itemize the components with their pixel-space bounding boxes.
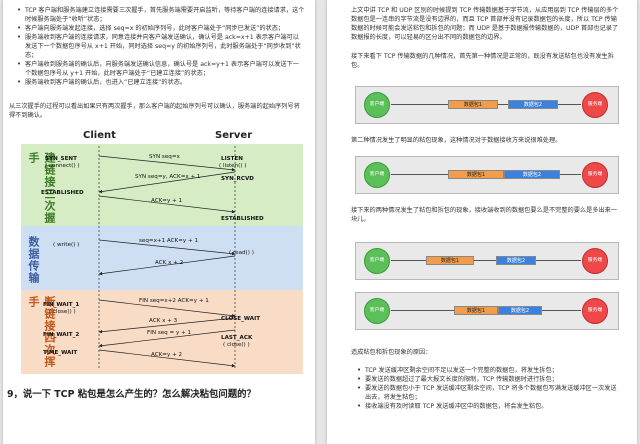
server-node: 服务端 [582, 298, 608, 324]
client-node: 客户端 [364, 92, 390, 118]
list-item: 服务端收到客户端的连接请求，同意连接并向客户端发送确认，确认号是 ack=x+1… [15, 33, 305, 60]
server-node: 服务端 [582, 92, 608, 118]
packet-1: 数据包1 [448, 100, 498, 109]
intro-paragraph: 上文中讲 TCP 和 UDP 区别的时候提到 TCP 传输数据基于字节流，从应用… [351, 7, 619, 41]
list-item: 要发送的数据超过了最大报文长度的限制，TCP 传输数据时进行拆包； [355, 375, 621, 384]
packet-1: 数据包1 [426, 256, 474, 265]
syn-rcvd-state: SYN_RCVD [221, 176, 254, 182]
band-label: 建链接三次握手 [27, 152, 56, 224]
packet-2: 数据包2 [498, 306, 542, 315]
packet-2: 数据包2 [504, 170, 560, 179]
message-label: SYN seq=x [149, 154, 180, 160]
packet-1: 数据包1 [454, 306, 498, 315]
split-packet-diagram-1: 客户端 服务端 数据包1 数据包2 [355, 242, 619, 280]
message-label: seq=x+1 ACK=y + 1 [139, 238, 199, 244]
close-client-call: ( close() ) [49, 309, 76, 315]
sticky-packet-diagram: 客户端 服务端 数据包1 数据包2 [355, 156, 619, 194]
band-label: 断链接四次挥手 [27, 296, 56, 368]
tcp-handshake-diagram: Client Server 建链接三次握手 数据传输 断链接四次挥手 [21, 130, 303, 374]
server-node: 服务端 [582, 162, 608, 188]
syn-sent-state: SYN_SENT [45, 156, 77, 162]
left-page: TCP 客户端和服务端建立连接需要三次握手，首先服务端需要开启监听，等待客户端的… [3, 0, 315, 444]
last-ack-state: LAST_ACK [221, 335, 253, 341]
message-label: SYN seq=y, ACK=x + 1 [135, 174, 201, 180]
server-heading: Server [215, 130, 253, 141]
message-label: FIN seq = y + 1 [147, 330, 192, 336]
packet-1: 数据包1 [448, 170, 504, 179]
two-handshake-note: 从三次握手的过程可以看出如果只有两次握手，那么客户端的起始序列号可以确认，服务端… [9, 103, 300, 119]
list-item: TCP 发送缓冲区剩余空间不足以发送一个完整的数据包，将发生拆包； [355, 366, 621, 375]
fin-wait2-state: FIN_WAIT_2 [43, 332, 80, 338]
message-label: ACK=y + 2 [151, 352, 183, 358]
close-wait-state: CLOSE_WAIT [221, 316, 261, 322]
causes-title: 造成粘包和拆包现象的原因： [351, 349, 432, 356]
split-packet-diagram-2: 客户端 服务端 数据包1 数据包2 [355, 292, 619, 330]
case3-text: 接下来的两种情况发生了粘包和拆包的现象，接收端收到的数据包要么是不完整的要么是多… [351, 207, 618, 223]
list-item: TCP 客户端和服务端建立连接需要三次握手，首先服务端需要开启监听，等待客户端的… [15, 6, 305, 24]
write-call: ( write() ) [53, 242, 80, 248]
message-label: ACK=y + 1 [151, 198, 183, 204]
list-item: 服务端收到客户端的确认后，也进入“已建立连接”的状态。 [15, 78, 305, 87]
section-title: 9，说一下 TCP 粘包是怎么产生的？怎么解决粘包问题的？ [7, 389, 256, 400]
packet-2: 数据包2 [496, 256, 536, 265]
established-server-state: ESTABLISHED [221, 216, 264, 222]
time-wait-state: TIME_WAIT [43, 350, 78, 356]
read-call: ( read() ) [229, 250, 254, 256]
transfer-band: 数据传输 [21, 226, 303, 290]
client-heading: Client [83, 130, 116, 141]
server-node: 服务端 [582, 248, 608, 274]
listen-state: LISTEN [221, 156, 243, 162]
handshake-steps-list: TCP 客户端和服务端建立连接需要三次握手，首先服务端需要开启监听，等待客户端的… [15, 6, 305, 87]
message-label: ACK x + 2 [155, 260, 184, 266]
causes-list: TCP 发送缓冲区剩余空间不足以发送一个完整的数据包，将发生拆包； 要发送的数据… [355, 366, 621, 411]
connect-call: ( connect() ) [45, 163, 80, 169]
list-item: 接收端没有及时读取 TCP 发送缓冲区中的数据包，将会发生粘包。 [355, 402, 621, 411]
list-item: 客户端向服务端发起连接，选择 seq=x 的初始序列号，此时客户端处于“同步已发… [15, 24, 305, 33]
right-page: 上文中讲 TCP 和 UDP 区别的时候提到 TCP 传输数据基于字节流，从应用… [327, 0, 637, 444]
listen-call: ( listen() ) [219, 163, 247, 169]
fin-wait1-state: FIN_WAIT_1 [43, 302, 80, 308]
case2-text: 第二种情况发生了明显的粘包现象，这种情况对于数据接收方来说很难处理。 [351, 137, 562, 144]
established-client-state: ESTABLISHED [41, 190, 84, 196]
list-item: 客户端收到服务端的确认后，向服务端发送确认信息，确认号是 ack=y+1 表示客… [15, 60, 305, 78]
message-label: ACK x + 3 [149, 318, 178, 324]
close-server-call: ( close() ) [223, 342, 250, 348]
teardown-band: 断链接四次挥手 [21, 290, 303, 374]
packet-2: 数据包2 [508, 100, 558, 109]
sequence-arrows [98, 146, 236, 370]
message-label: FIN seq=x+2 ACK=y + 1 [139, 298, 209, 304]
handshake-band: 建链接三次握手 [21, 144, 303, 226]
band-label: 数据传输 [27, 236, 40, 284]
normal-transfer-diagram: 客户端 服务端 数据包1 数据包2 [355, 86, 619, 124]
client-node: 客户端 [364, 162, 390, 188]
client-node: 客户端 [364, 298, 390, 324]
client-node: 客户端 [364, 248, 390, 274]
case1-text: 接下来看下 TCP 传输数据的几种情况，首先第一种情况是正常的，既没有发送粘包也… [351, 53, 614, 69]
list-item: 要发送的数据包小于 TCP 发送缓冲区剩余空间，TCP 将多个数据包写满发送缓冲… [355, 384, 621, 402]
